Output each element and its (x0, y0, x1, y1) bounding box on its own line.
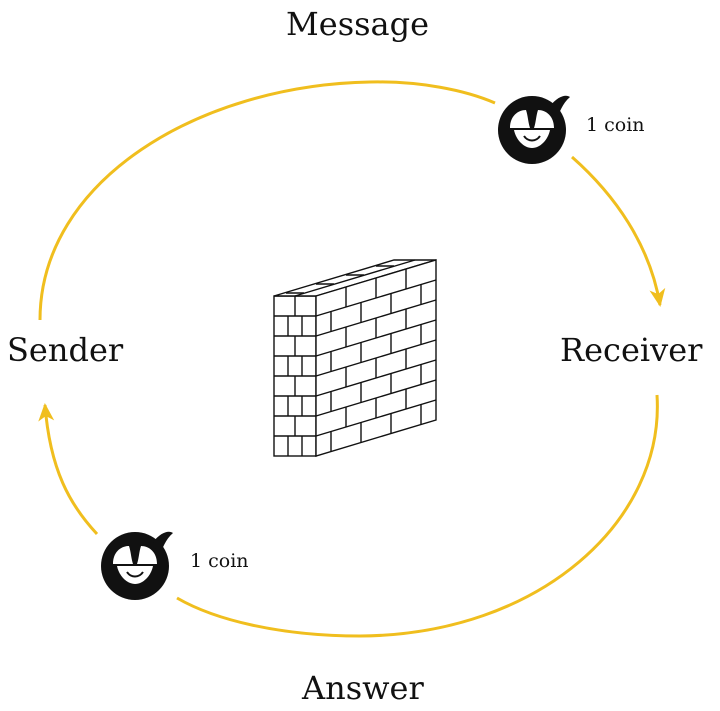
sender-label: Sender (7, 331, 124, 369)
message-arc-left (38, 80, 496, 321)
brick-wall-icon (273, 259, 437, 457)
answer-label: Answer (302, 669, 424, 707)
receiver-label: Receiver (560, 331, 703, 369)
messenger-face-icon (101, 531, 173, 600)
bottom-coin-label: 1 coin (190, 550, 249, 572)
answer-arc-left (38, 403, 99, 536)
answer-arc-right (176, 394, 659, 638)
top-coin-label: 1 coin (586, 114, 645, 136)
messenger-face-icon (498, 95, 570, 164)
message-arc-right (571, 155, 666, 307)
message-label: Message (286, 5, 430, 43)
